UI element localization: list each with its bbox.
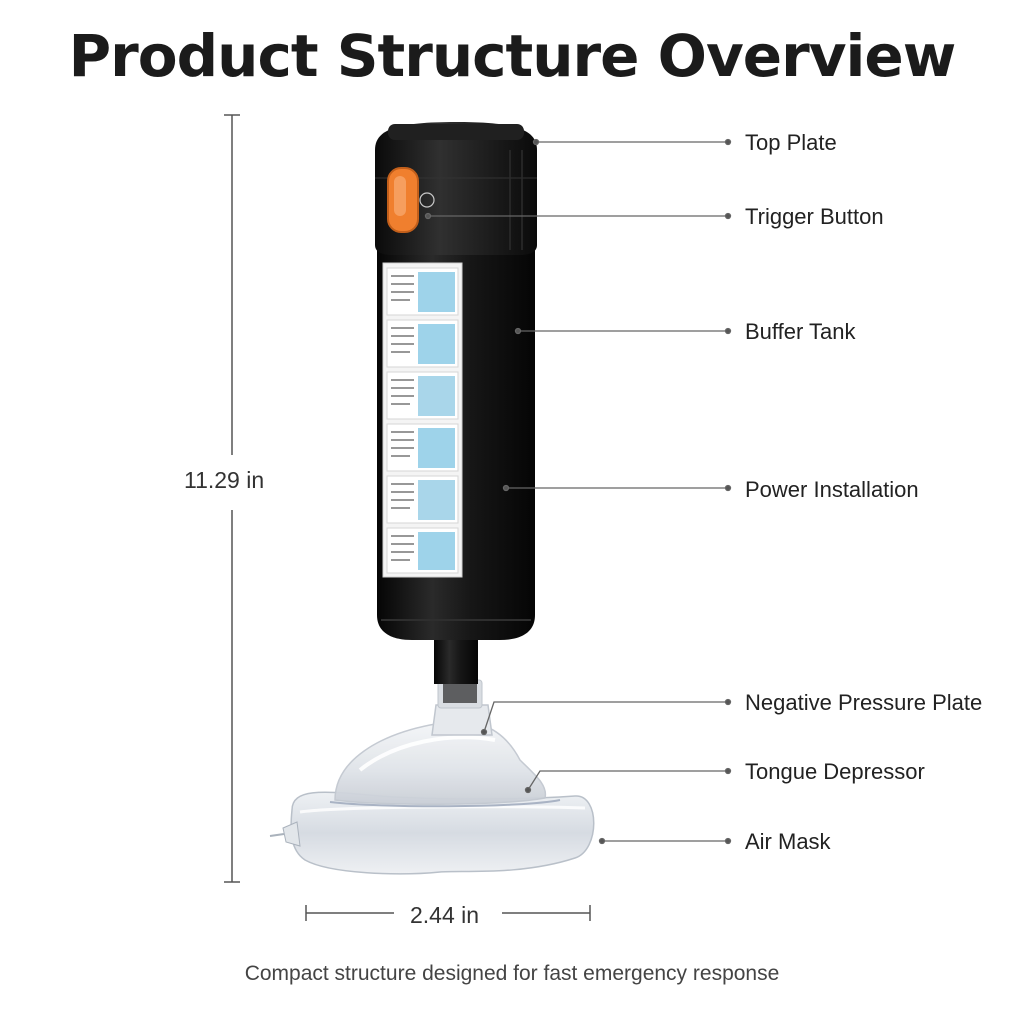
width-dimension-line [305, 905, 591, 921]
leader-lines [424, 138, 732, 845]
height-dimension-line [224, 114, 240, 883]
width-dimension-label: 2.44 in [410, 902, 480, 928]
label-negative-pressure-plate: Negative Pressure Plate [745, 690, 983, 715]
label-tongue-depressor: Tongue Depressor [745, 759, 925, 784]
air-mask-shape [269, 791, 595, 875]
label-top-plate: Top Plate [745, 130, 837, 155]
neck-stem [434, 636, 478, 684]
page-title: Product Structure Overview [68, 22, 957, 90]
height-dimension-label: 11.29 in [184, 467, 265, 493]
negative-pressure-plate-shape [431, 679, 493, 736]
tongue-depressor-shape [334, 721, 547, 806]
caption-text: Compact structure designed for fast emer… [244, 962, 780, 985]
instruction-steps [386, 267, 459, 574]
instruction-panel [382, 262, 463, 578]
instruction-text-lines [391, 275, 414, 561]
label-buffer-tank: Buffer Tank [745, 319, 856, 344]
label-air-mask: Air Mask [745, 829, 831, 854]
label-power-installation: Power Installation [745, 477, 919, 502]
label-trigger-button: Trigger Button [745, 204, 884, 229]
trigger-button-shape [387, 167, 435, 233]
